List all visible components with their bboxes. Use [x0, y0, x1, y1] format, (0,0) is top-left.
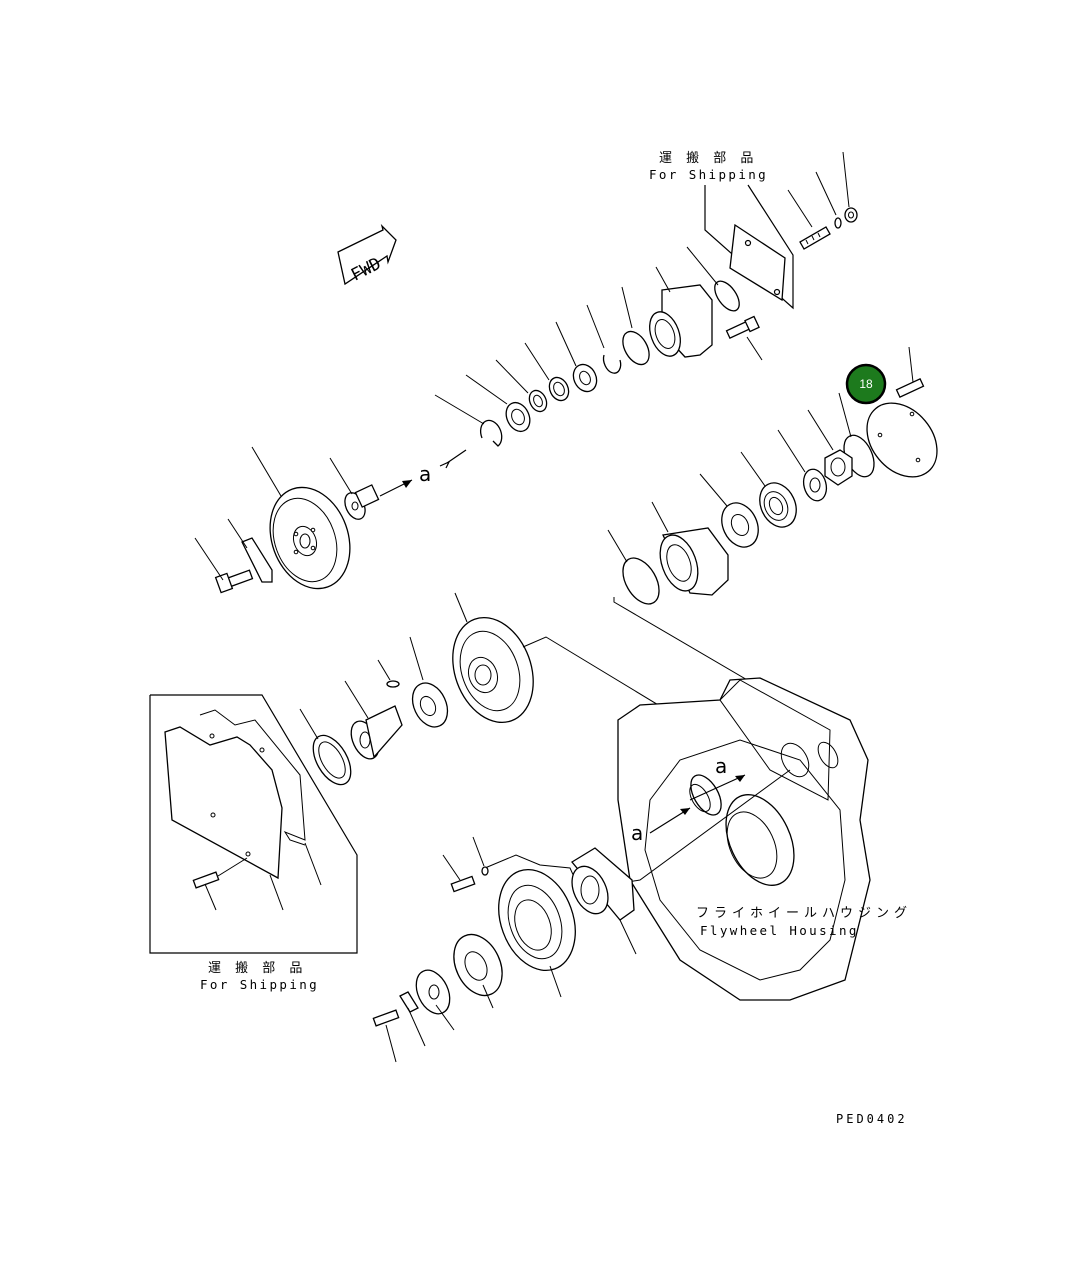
flywheel-housing[interactable]	[617, 677, 871, 1001]
idler-plate[interactable]	[565, 847, 635, 921]
bearing-upper-a[interactable]	[569, 361, 601, 396]
bearing-housing-upper[interactable]	[644, 284, 713, 360]
washer-top[interactable]	[834, 217, 842, 229]
bolt-top[interactable]	[799, 226, 831, 250]
nut-top[interactable]	[844, 207, 858, 223]
o-ring-upper[interactable]	[617, 327, 654, 369]
arrow-a-label-2: a	[715, 754, 727, 778]
cover-plate-top[interactable]	[729, 223, 786, 302]
bolt-lower[interactable]	[372, 1009, 400, 1027]
ring-middle[interactable]	[306, 729, 359, 791]
lock-plate-lower[interactable]	[399, 991, 419, 1013]
spacer-upper[interactable]	[546, 374, 572, 403]
fwd-arrow: FWD	[337, 223, 397, 286]
gear-middle[interactable]	[439, 606, 547, 733]
bolt-cover[interactable]	[192, 871, 220, 889]
drawing-code: PED0402	[836, 1112, 908, 1126]
bearing-right-b[interactable]	[715, 497, 765, 553]
arrow-a-housing-2: a	[631, 807, 691, 845]
shipping-bottom-jp: 運 搬 部 品	[208, 961, 307, 976]
callout-badge-18-label: 18	[859, 377, 873, 391]
arrow-a-upper: a	[379, 462, 431, 497]
callout-badge-18[interactable]: 18	[845, 363, 887, 405]
o-ring-right-lower[interactable]	[616, 552, 667, 610]
bolt-right[interactable]	[895, 378, 925, 398]
shipping-box-bottom: 運 搬 部 品 For Shipping	[149, 694, 358, 992]
washer-mid-lower[interactable]	[481, 866, 489, 876]
nut-right[interactable]	[824, 449, 853, 486]
flywheel-housing-jp: フライホイールハウジング	[696, 906, 912, 921]
gasket-cover[interactable]	[199, 709, 306, 846]
bearing-right[interactable]	[753, 477, 803, 533]
bearing-lower[interactable]	[445, 927, 512, 1004]
shipping-box-top: 運 搬 部 品 For Shipping	[649, 151, 794, 310]
shipping-top-en: For Shipping	[649, 167, 768, 182]
bolt-upper[interactable]	[725, 315, 760, 339]
bearing-housing-right[interactable]	[653, 527, 729, 596]
cover-right[interactable]	[853, 389, 952, 490]
snap-ring-upper[interactable]	[602, 354, 622, 374]
snap-ring-upper-b[interactable]	[480, 419, 503, 447]
o-ring-top[interactable]	[710, 277, 744, 315]
lock-washer-right[interactable]	[800, 467, 830, 504]
arrow-a-housing-1: a	[689, 754, 746, 801]
bearing-upper-b[interactable]	[502, 399, 535, 435]
flywheel-housing-en: Flywheel Housing	[700, 923, 859, 938]
bearing-middle[interactable]	[406, 677, 454, 732]
gear-lower[interactable]	[485, 859, 588, 981]
lock-plate-left[interactable]	[241, 537, 273, 583]
gear-cover-plate[interactable]	[164, 726, 283, 880]
washer-lower[interactable]	[410, 965, 457, 1019]
shipping-top-jp: 運 搬 部 品	[659, 151, 758, 166]
arrow-a-label-3: a	[631, 821, 643, 845]
key-middle[interactable]	[386, 680, 400, 688]
shaft-upper[interactable]	[341, 484, 380, 523]
bolt-mid-lower[interactable]	[450, 875, 476, 893]
bolt-left[interactable]	[214, 569, 254, 594]
washer-upper[interactable]	[526, 388, 550, 415]
shipping-bottom-en: For Shipping	[200, 977, 319, 992]
gear-upper-left[interactable]	[257, 476, 364, 600]
arrow-a-label-1: a	[419, 462, 431, 486]
shaft-middle[interactable]	[346, 705, 403, 763]
